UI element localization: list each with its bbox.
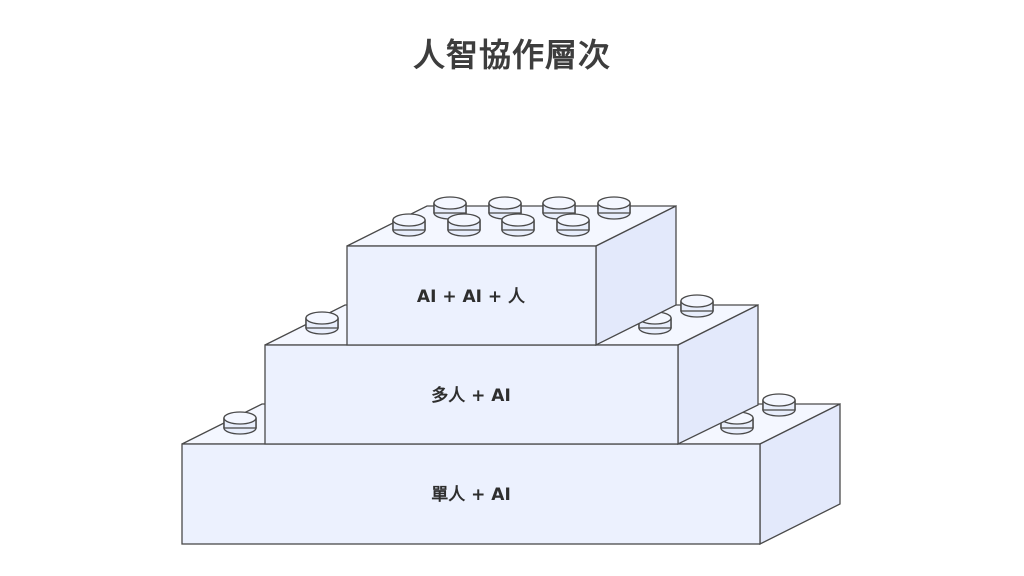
tier-label-middle: 多人 + AI (431, 385, 511, 406)
stud (502, 214, 534, 236)
stud (681, 295, 713, 317)
tier-label-bottom: 單人 + AI (431, 485, 511, 505)
stud (557, 214, 589, 236)
stud (393, 214, 425, 236)
stud (224, 412, 256, 434)
stud (763, 394, 795, 416)
stud (448, 214, 480, 236)
tier-label-top: AI + AI + 人 (417, 287, 526, 307)
stud (306, 312, 338, 334)
stud (598, 197, 630, 219)
brick-top: AI + AI + 人 (347, 197, 676, 345)
